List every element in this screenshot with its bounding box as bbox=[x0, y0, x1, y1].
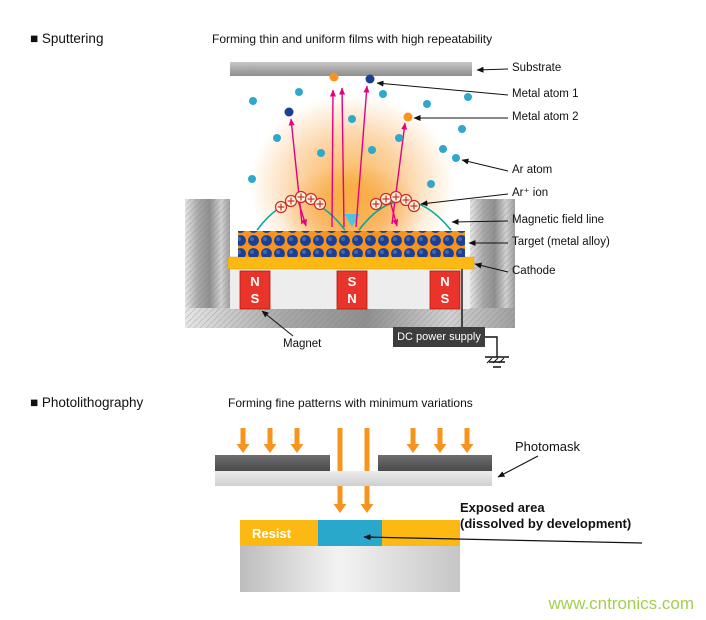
label-target: Target (metal alloy) bbox=[512, 236, 610, 248]
ar-ion bbox=[389, 190, 403, 204]
magnet-pole-label: N bbox=[250, 274, 260, 289]
photo-leader-lines bbox=[363, 455, 643, 544]
ar-ion bbox=[369, 197, 383, 211]
uv-arrows bbox=[236, 428, 474, 513]
uv-arrow bbox=[290, 428, 304, 453]
uv-arrow bbox=[460, 428, 474, 453]
ar-ion bbox=[294, 190, 308, 204]
magnet-pole-label: S bbox=[250, 291, 260, 306]
label-photomask: Photomask bbox=[515, 439, 581, 454]
uv-arrow bbox=[406, 428, 420, 453]
sputtering-subtitle: Forming thin and uniform films with high… bbox=[212, 32, 493, 46]
magnet-pole-label: S bbox=[440, 291, 450, 306]
photomask-bars bbox=[215, 455, 492, 486]
label-magnetic-field: Magnetic field line bbox=[512, 214, 605, 226]
metal-atoms bbox=[284, 72, 413, 122]
photomask-left bbox=[215, 455, 330, 471]
label-exposed-area-1: Exposed area bbox=[460, 500, 545, 515]
metal-atom-1-dot bbox=[365, 74, 375, 84]
field-arrowhead bbox=[344, 214, 360, 227]
resist-layer bbox=[240, 520, 460, 546]
substrate-bar bbox=[230, 62, 472, 76]
metal-atom-2-dot bbox=[329, 72, 339, 82]
label-ar-atom: Ar atom bbox=[512, 164, 553, 176]
label-substrate: Substrate bbox=[512, 62, 562, 74]
ar-ion bbox=[284, 194, 298, 208]
leader-lines bbox=[261, 66, 509, 337]
watermark-text: www.cntronics.com bbox=[548, 594, 694, 613]
magnet-pole-label: N bbox=[347, 291, 357, 306]
label-metal-atom-2: Metal atom 2 bbox=[512, 111, 579, 123]
metal-atom-1-dot bbox=[284, 107, 294, 117]
magnet-middle bbox=[336, 270, 368, 310]
photolithography-title: ■ Photolithography bbox=[30, 395, 144, 410]
uv-arrow bbox=[263, 428, 277, 453]
exposed-area bbox=[318, 520, 382, 546]
ar-ion bbox=[407, 199, 421, 213]
magnet-right bbox=[429, 270, 461, 310]
photomask-right bbox=[378, 455, 492, 471]
ar-ion bbox=[399, 193, 413, 207]
label-metal-atom-1: Metal atom 1 bbox=[512, 88, 579, 100]
photomask-glass bbox=[215, 471, 492, 486]
sputtering-title: ■ Sputtering bbox=[30, 31, 104, 46]
dc-power-supply-label: DC power supply bbox=[397, 331, 481, 343]
ar-ion-cluster bbox=[274, 190, 421, 214]
magnet-left bbox=[239, 270, 271, 310]
label-cathode: Cathode bbox=[512, 265, 556, 277]
uv-arrow-long bbox=[333, 428, 347, 513]
uv-arrow bbox=[236, 428, 250, 453]
ar-ion bbox=[379, 192, 393, 206]
dc-power-supply-box: DC power supply bbox=[393, 327, 485, 347]
ar-ion bbox=[274, 200, 288, 214]
photolithography-subtitle: Forming fine patterns with minimum varia… bbox=[228, 396, 473, 410]
ground-symbol bbox=[485, 356, 509, 368]
cathode-bar bbox=[227, 256, 475, 270]
uv-arrow-long bbox=[360, 428, 374, 513]
label-magnet: Magnet bbox=[283, 338, 322, 350]
ar-ion bbox=[313, 197, 327, 211]
ar-ion bbox=[304, 192, 318, 206]
wafer-substrate bbox=[240, 546, 460, 592]
ar-atoms bbox=[248, 88, 472, 188]
label-exposed-area-2: (dissolved by development) bbox=[460, 516, 632, 531]
dc-wiring bbox=[461, 269, 498, 357]
uv-arrow bbox=[433, 428, 447, 453]
magnet-pole-label: S bbox=[347, 274, 357, 289]
metal-atom-2-dot bbox=[403, 112, 413, 122]
label-resist: Resist bbox=[252, 526, 292, 541]
label-ar-ion: Ar⁺ ion bbox=[512, 187, 549, 199]
magnet-blocks bbox=[239, 270, 461, 310]
target-bar bbox=[238, 231, 465, 257]
magnet-pole-label: N bbox=[440, 274, 450, 289]
